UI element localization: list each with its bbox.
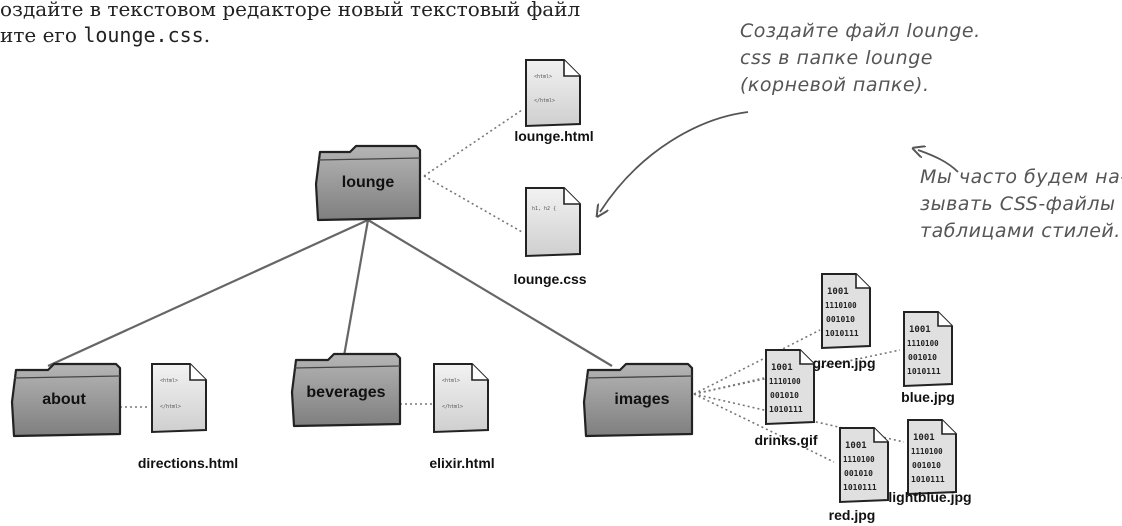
document-icon — [525, 187, 581, 258]
file-elixir-html: <html> </html> elixir.html — [429, 363, 495, 471]
svg-text:1110100: 1110100 — [843, 455, 875, 464]
svg-text:1010111: 1010111 — [769, 405, 803, 414]
svg-text:1010111: 1010111 — [825, 329, 859, 338]
file-label: directions.html — [138, 455, 238, 471]
dotted-lightblue — [693, 393, 905, 443]
svg-text:001010: 001010 — [770, 391, 799, 400]
svg-text:</html>: </html> — [160, 404, 181, 410]
svg-text:001010: 001010 — [826, 315, 855, 324]
arrow-to-create-note — [918, 150, 959, 173]
file-green-jpg: 1001 1110100 001010 1010111 green.jpg — [812, 273, 876, 371]
svg-text:1110100: 1110100 — [825, 301, 857, 310]
file-label: blue.jpg — [901, 389, 955, 405]
binary-file-icon — [839, 427, 889, 504]
folder-icon — [314, 144, 422, 222]
binary-file-icon — [821, 273, 871, 350]
svg-text:1110100: 1110100 — [911, 447, 943, 456]
svg-text:1001: 1001 — [771, 363, 793, 373]
dotted-lounge-html — [423, 109, 523, 177]
folder-icon — [10, 362, 122, 438]
svg-text:1110100: 1110100 — [769, 377, 801, 386]
folder-label: about — [42, 391, 86, 408]
svg-text:<html>: <html> — [534, 74, 552, 80]
connector-lounge-images — [367, 219, 613, 367]
document-icon — [433, 363, 489, 434]
folder-about: about — [10, 362, 122, 438]
svg-text:1001: 1001 — [909, 325, 931, 335]
folder-images: images — [582, 362, 694, 438]
dotted-red — [693, 393, 835, 463]
folder-label: beverages — [306, 384, 385, 401]
file-drinks-gif: 1001 1110100 001010 1010111 drinks.gif — [754, 349, 818, 448]
binary-file-icon — [907, 419, 957, 496]
dotted-drinks — [693, 377, 765, 395]
annotation-create-file: Создайте файл lounge. css в папке lounge… — [740, 20, 981, 96]
svg-text:001010: 001010 — [844, 469, 873, 478]
document-icon — [151, 363, 207, 434]
folder-label: lounge — [342, 174, 395, 191]
file-label: lounge.css — [513, 271, 586, 287]
svg-text:h1, h2 {: h1, h2 { — [532, 206, 556, 212]
svg-text:1001: 1001 — [913, 433, 935, 443]
svg-text:001010: 001010 — [908, 353, 937, 362]
file-lounge-html: <html> </html> lounge.html — [514, 59, 594, 144]
file-directions-html: <html> </html> directions.html — [138, 363, 238, 471]
intro-filename: lounge.css — [83, 23, 204, 47]
svg-text:</html>: </html> — [442, 404, 463, 410]
svg-text:1001: 1001 — [827, 287, 849, 297]
arrow-to-lounge-css — [600, 111, 749, 212]
binary-file-icon — [765, 349, 815, 426]
tree-connectors — [47, 218, 613, 368]
dotted-lounge-css — [423, 175, 523, 233]
intro-line-2: ите его lounge.css. — [0, 23, 211, 47]
annotation-stylesheets: Мы часто будем на- зывать CSS-файлы табл… — [920, 166, 1122, 242]
svg-text:<html>: <html> — [160, 378, 178, 384]
file-label: elixir.html — [429, 455, 494, 471]
file-red-jpg: 1001 1110100 001010 1010111 red.jpg — [829, 427, 889, 523]
svg-text:1010111: 1010111 — [843, 483, 877, 492]
file-label: green.jpg — [812, 355, 875, 371]
intro-text: оздайте в текстовом редакторе новый текс… — [0, 0, 580, 48]
binary-file-icon — [903, 311, 953, 388]
file-label: red.jpg — [829, 507, 876, 523]
folder-label: images — [614, 391, 669, 408]
connector-lounge-beverages — [342, 219, 370, 357]
svg-text:001010: 001010 — [912, 461, 941, 470]
file-label: lightblue.jpg — [888, 489, 971, 505]
svg-text:<html>: <html> — [442, 378, 460, 384]
folder-beverages: beverages — [290, 352, 402, 428]
folder-icon — [290, 352, 402, 428]
file-lightblue-jpg: 1001 1110100 001010 1010111 lightblue.jp… — [888, 419, 972, 505]
file-label: lounge.html — [514, 128, 593, 144]
file-blue-jpg: 1001 1110100 001010 1010111 blue.jpg — [901, 311, 955, 405]
svg-text:</html>: </html> — [534, 98, 555, 104]
intro-line-1: оздайте в текстовом редакторе новый текс… — [0, 0, 581, 21]
folder-icon — [582, 362, 694, 438]
folder-lounge: lounge — [314, 144, 422, 222]
file-label: drinks.gif — [754, 432, 817, 448]
svg-text:1010111: 1010111 — [911, 475, 945, 484]
svg-text:1001: 1001 — [845, 441, 867, 451]
file-lounge-css: h1, h2 { lounge.css — [513, 187, 587, 287]
connector-lounge-about — [47, 218, 369, 368]
svg-text:1010111: 1010111 — [907, 367, 941, 376]
dotted-green — [693, 329, 821, 395]
svg-text:1110100: 1110100 — [907, 339, 939, 348]
